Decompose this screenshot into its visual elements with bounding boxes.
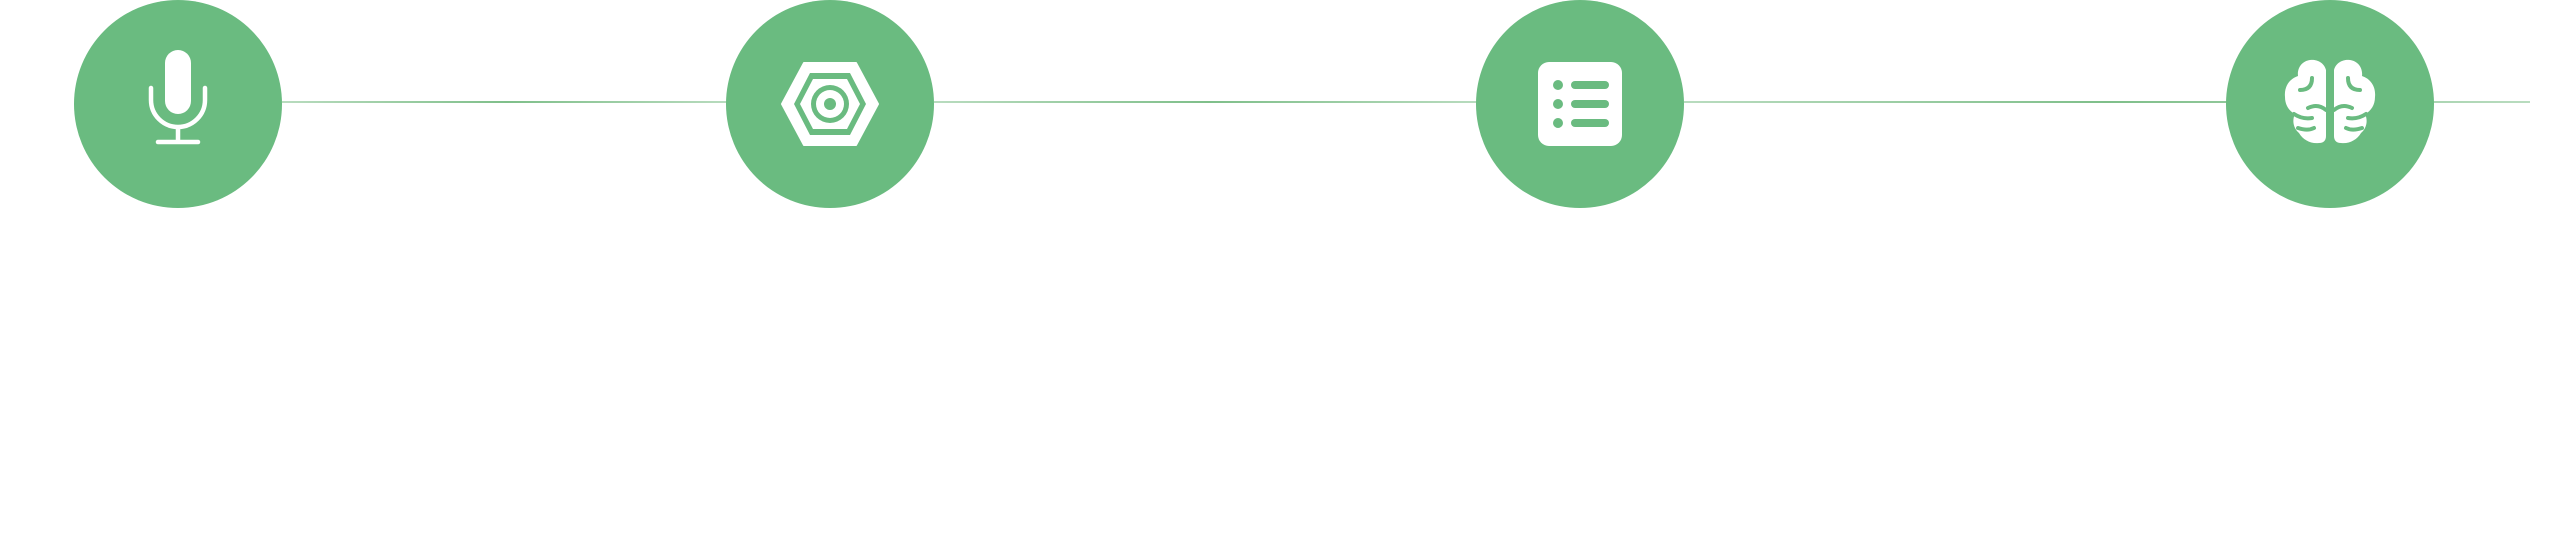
- step-1-caption: [0, 262, 388, 268]
- step-2-caption: [620, 262, 1040, 268]
- connector-line-2: [934, 101, 1482, 103]
- connector-line-3: [1684, 101, 2530, 103]
- hexagon-gear-icon: [780, 61, 880, 147]
- step-1-circle: [74, 0, 282, 208]
- microphone-icon: [142, 48, 214, 160]
- step-4-caption: [2120, 262, 2540, 268]
- list-document-icon: [1537, 61, 1623, 147]
- step-3-circle: [1476, 0, 1684, 208]
- brain-icon: [2278, 56, 2382, 152]
- connector-line-1: [282, 101, 732, 103]
- step-4-circle: [2226, 0, 2434, 208]
- step-2-circle: [726, 0, 934, 208]
- step-3-caption: [1370, 262, 1790, 268]
